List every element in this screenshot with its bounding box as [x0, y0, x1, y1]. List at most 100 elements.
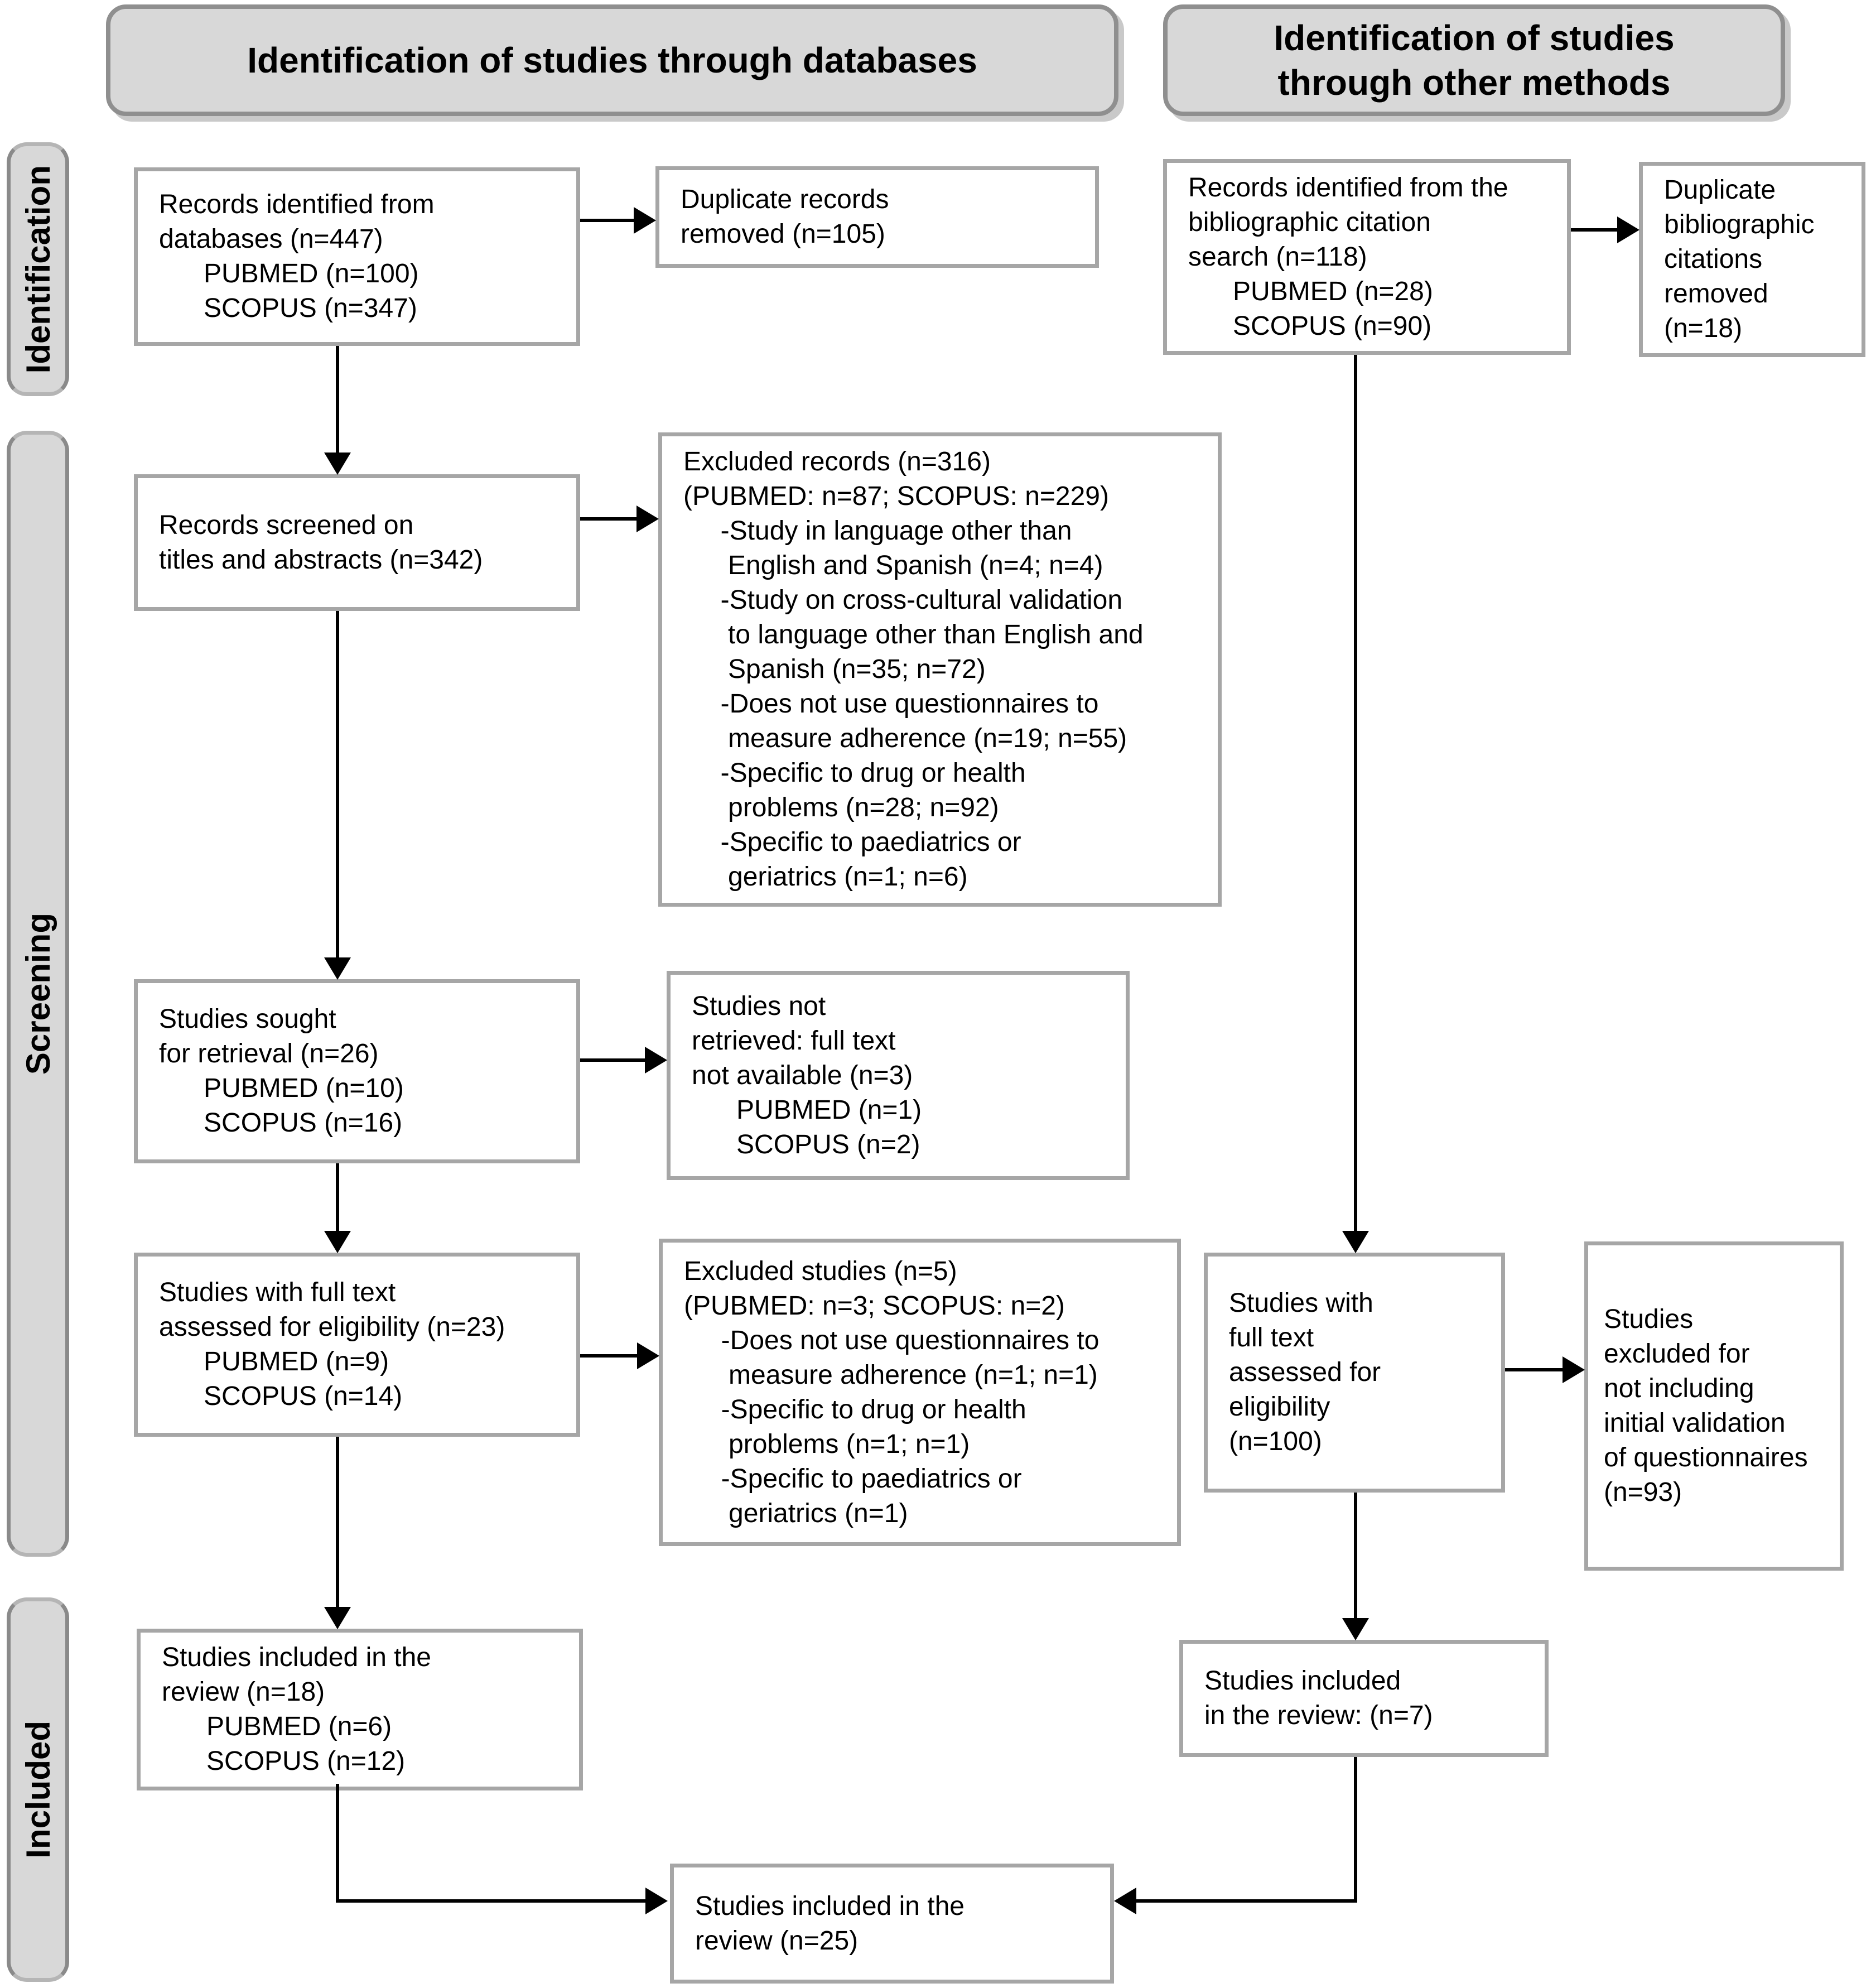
node-records-identified-citation: Records identified from the bibliographic…: [1163, 159, 1571, 355]
text-line: geriatrics (n=1): [684, 1498, 908, 1528]
text-line: removed: [1664, 279, 1768, 309]
stage-label: Screening: [19, 912, 57, 1075]
text-line: assessed for: [1229, 1358, 1381, 1387]
connector-sought-to-notretrieved: [580, 1058, 647, 1062]
text-line: geriatrics (n=1; n=6): [683, 862, 968, 892]
text-line: Studies not: [692, 991, 826, 1021]
text-line: Duplicate records: [681, 185, 889, 214]
connector-fulltext-to-validation: [1505, 1368, 1565, 1371]
stage-band-included: Included: [7, 1597, 69, 1982]
text-line: -Study on cross-cultural validation: [683, 585, 1123, 615]
text-line: problems (n=1; n=1): [684, 1429, 970, 1459]
header-text: Identification of studies through databa…: [247, 40, 977, 80]
arrowhead-down-icon: [324, 453, 351, 475]
text-line: retrieved: full text: [692, 1026, 896, 1056]
text-line: Studies with full text: [159, 1278, 396, 1307]
text-line: Studies with: [1229, 1288, 1373, 1318]
text-line: English and Spanish (n=4; n=4): [683, 551, 1103, 580]
text-line: Records screened on: [159, 510, 414, 540]
arrowhead-right-icon: [1617, 216, 1639, 243]
connector-screened-to-sought: [336, 611, 339, 959]
text-line: PUBMED (n=10): [159, 1074, 404, 1103]
text-line: Identification of studies: [1274, 18, 1675, 58]
node-records-identified-databases: Records identified from databases (n=447)…: [134, 167, 580, 346]
arrowhead-down-icon: [324, 1607, 351, 1629]
text-line: Studies sought: [159, 1004, 336, 1034]
connector-records-to-duplicates: [580, 219, 636, 222]
text-line: Records identified from the: [1188, 172, 1508, 203]
text-line: to language other than English and: [683, 620, 1144, 649]
stage-band-screening: Screening: [7, 431, 69, 1557]
text-line: (PUBMED: n=3; SCOPUS: n=2): [684, 1291, 1065, 1321]
text-line: measure adherence (n=1; n=1): [684, 1360, 1098, 1390]
header-identification-databases: Identification of studies through databa…: [106, 4, 1118, 116]
text-line: PUBMED (n=100): [159, 259, 419, 288]
arrowhead-down-icon: [324, 1231, 351, 1253]
text-line: Excluded records (n=316): [683, 447, 991, 476]
text-line: (n=93): [1604, 1477, 1682, 1507]
connector-included18-elbow-down: [336, 1784, 339, 1903]
node-records-screened: Records screened on titles and abstracts …: [134, 474, 580, 611]
arrowhead-down-icon: [1342, 1231, 1369, 1253]
text-line: not available (n=3): [692, 1060, 913, 1090]
text-line: bibliographic citation: [1188, 207, 1431, 237]
connector-records-to-screened: [336, 346, 339, 454]
text-line: SCOPUS (n=14): [159, 1382, 403, 1411]
text-line: databases (n=447): [159, 224, 383, 254]
text-line: titles and abstracts (n=342): [159, 545, 483, 575]
text-line: SCOPUS (n=2): [692, 1129, 920, 1159]
text-line: initial validation: [1604, 1408, 1786, 1438]
connector-included18-elbow-right: [336, 1899, 648, 1903]
connector-included7-elbow-down: [1354, 1757, 1357, 1903]
node-studies-included-databases: Studies included in the review (n=18) PUB…: [137, 1629, 583, 1790]
arrowhead-down-icon: [324, 957, 351, 980]
node-excluded-no-initial-validation: Studies excluded for not including initial …: [1584, 1241, 1844, 1571]
text-line: Studies: [1604, 1305, 1694, 1334]
connector-included7-elbow-left: [1136, 1899, 1357, 1903]
text-line: not including: [1604, 1374, 1754, 1403]
text-line: -Specific to drug or health: [683, 758, 1026, 788]
text-line: PUBMED (n=9): [159, 1347, 389, 1376]
stage-label: Identification: [19, 165, 57, 374]
connector-citation-to-duplicates: [1571, 228, 1619, 232]
text-line: Duplicate: [1664, 175, 1776, 205]
arrowhead-right-icon: [634, 207, 656, 234]
text-line: -Does not use questionnaires to: [683, 689, 1099, 719]
connector-screened-to-excluded: [580, 517, 639, 521]
text-line: review (n=18): [162, 1677, 325, 1707]
text-line: (PUBMED: n=87; SCOPUS: n=229): [683, 482, 1109, 511]
connector-sought-to-fulltext: [336, 1163, 339, 1233]
text-line: -Does not use questionnaires to: [684, 1325, 1100, 1355]
stage-band-identification: Identification: [7, 142, 69, 396]
text-line: bibliographic: [1664, 210, 1815, 239]
arrowhead-right-icon: [636, 506, 659, 532]
arrowhead-right-icon: [645, 1888, 668, 1914]
text-line: measure adherence (n=19; n=55): [683, 724, 1127, 753]
text-line: excluded for: [1604, 1339, 1750, 1369]
text-line: Studies included in the: [162, 1643, 431, 1672]
text-line: review (n=25): [695, 1926, 859, 1956]
arrowhead-right-icon: [645, 1047, 667, 1074]
text-line: removed (n=105): [681, 219, 885, 249]
text-line: Records identified from: [159, 190, 435, 219]
text-line: PUBMED (n=1): [692, 1095, 922, 1125]
text-line: full text: [1229, 1323, 1314, 1352]
text-line: Excluded studies (n=5): [684, 1256, 957, 1286]
text-line: search (n=118): [1188, 242, 1367, 272]
text-line: -Specific to paediatrics or: [684, 1464, 1022, 1494]
text-line: (n=18): [1664, 314, 1743, 343]
connector-citation-to-fulltext: [1354, 355, 1357, 1233]
text-line: PUBMED (n=28): [1188, 276, 1433, 306]
arrowhead-right-icon: [1563, 1356, 1585, 1383]
text-line: SCOPUS (n=90): [1188, 311, 1432, 341]
text-line: (n=100): [1229, 1427, 1322, 1456]
text-line: problems (n=28; n=92): [683, 793, 999, 822]
text-line: PUBMED (n=6): [162, 1712, 392, 1741]
node-excluded-records: Excluded records (n=316) (PUBMED: n=87; S…: [658, 432, 1222, 907]
text-line: Spanish (n=35; n=72): [683, 654, 986, 684]
